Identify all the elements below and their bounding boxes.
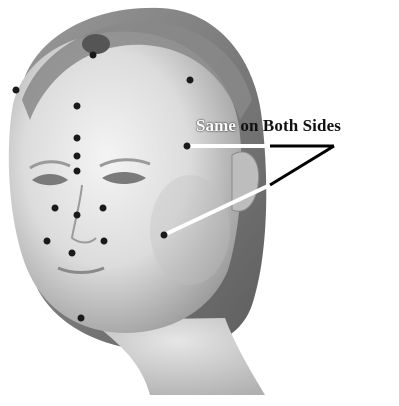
- landmark-point: [74, 212, 81, 219]
- annotation-label: Same on Both Sides: [196, 116, 341, 136]
- landmark-point: [90, 52, 97, 59]
- landmark-point: [69, 250, 76, 257]
- landmark-point: [13, 87, 20, 94]
- landmark-point: [44, 238, 51, 245]
- landmark-point: [78, 315, 85, 322]
- cheek-shade: [150, 175, 230, 285]
- annotation-word-same: Same: [196, 116, 236, 135]
- landmark-point: [52, 205, 59, 212]
- annotation-word-rest: on Both Sides: [240, 116, 341, 135]
- landmark-point: [74, 135, 81, 142]
- landmark-point: [74, 103, 81, 110]
- landmark-point: [74, 168, 81, 175]
- landmark-point: [184, 143, 191, 150]
- landmark-point: [100, 205, 107, 212]
- hair-swirl: [82, 34, 110, 54]
- landmark-point: [161, 232, 168, 239]
- arrow-line-lower-black: [270, 146, 334, 185]
- landmark-point: [101, 238, 108, 245]
- landmark-point: [74, 153, 81, 160]
- landmark-point: [187, 77, 194, 84]
